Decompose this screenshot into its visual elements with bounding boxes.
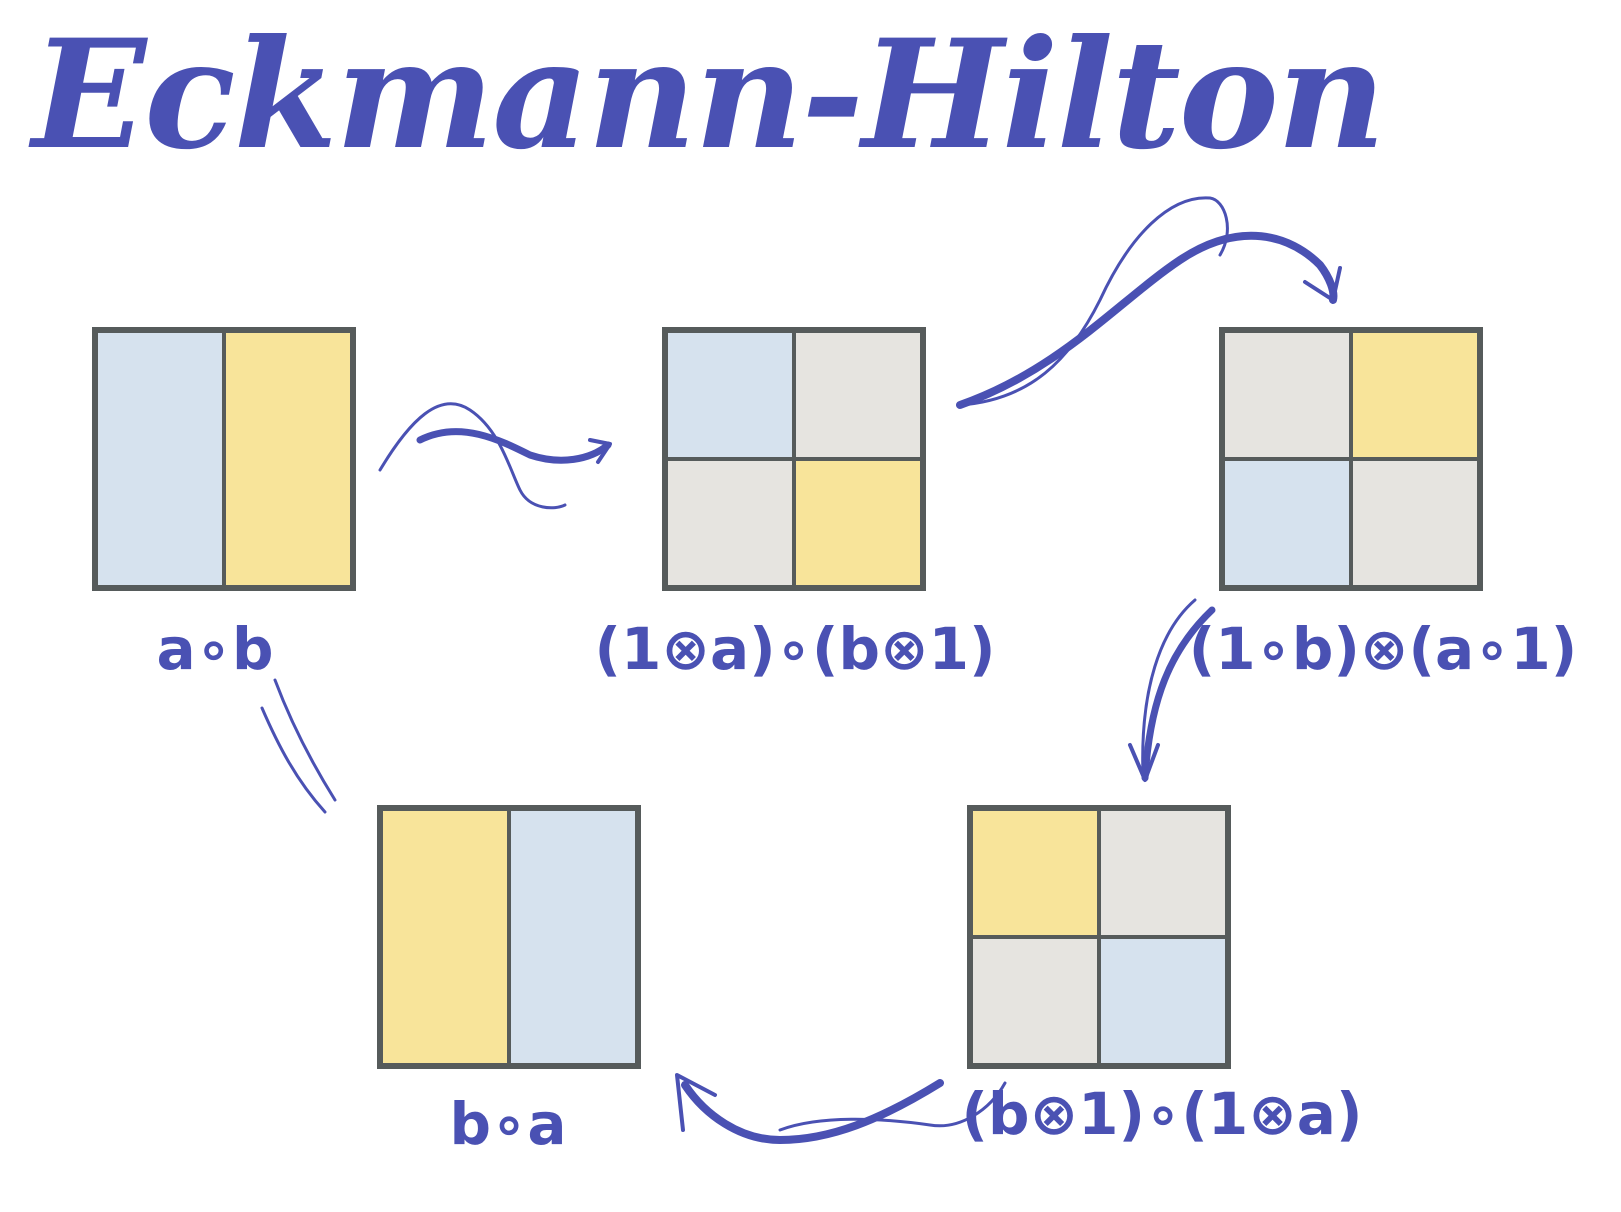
cell-unit-2 <box>663 457 796 590</box>
label-a-compose-b: a∘b <box>156 615 274 683</box>
cell-b-0 <box>968 806 1101 939</box>
panel-a-compose-b <box>92 327 356 591</box>
cell-unit-1 <box>1097 806 1230 939</box>
panel-b-compose-a <box>377 805 641 1069</box>
cell-a-2 <box>1220 457 1353 590</box>
equality-lines <box>260 678 337 814</box>
panel-frame <box>377 805 641 1069</box>
swoop-arrow-2 <box>956 196 1342 409</box>
cell-b-1 <box>222 328 355 590</box>
cell-a-0 <box>93 328 226 590</box>
cell-unit-1 <box>792 328 925 461</box>
panels-layer <box>92 327 1483 1069</box>
squiggle-arrow-1 <box>378 402 612 510</box>
cell-unit-0 <box>1220 328 1353 461</box>
cell-b-1 <box>1349 328 1482 461</box>
cell-b-3 <box>792 457 925 590</box>
cell-unit-3 <box>1349 457 1482 590</box>
left-arrow-4 <box>675 1073 1007 1144</box>
label-unit-a-compose-b-unit: (1⊗a)∘(b⊗1) <box>594 615 996 683</box>
down-arrow-3 <box>1128 598 1216 782</box>
panel-frame <box>92 327 356 591</box>
cell-a-1 <box>507 806 640 1068</box>
panel-unit-b-tensor-a-unit <box>1219 327 1483 591</box>
arrows-layer <box>260 196 1342 1144</box>
panel-frame <box>1219 327 1483 591</box>
label-b-compose-a: b∘a <box>449 1090 567 1158</box>
cell-a-0 <box>663 328 796 461</box>
label-unit-b-tensor-a-unit: (1∘b)⊗(a∘1) <box>1188 615 1578 683</box>
panel-b-unit-compose-unit-a <box>967 805 1231 1069</box>
label-b-unit-compose-unit-a: (b⊗1)∘(1⊗a) <box>961 1080 1363 1148</box>
panel-frame <box>662 327 926 591</box>
cell-unit-2 <box>968 935 1101 1068</box>
diagram-title: Eckmann-Hilton <box>32 7 1386 183</box>
cell-b-0 <box>378 806 511 1068</box>
panel-frame <box>967 805 1231 1069</box>
panel-unit-a-compose-b-unit <box>662 327 926 591</box>
cell-a-3 <box>1097 935 1230 1068</box>
